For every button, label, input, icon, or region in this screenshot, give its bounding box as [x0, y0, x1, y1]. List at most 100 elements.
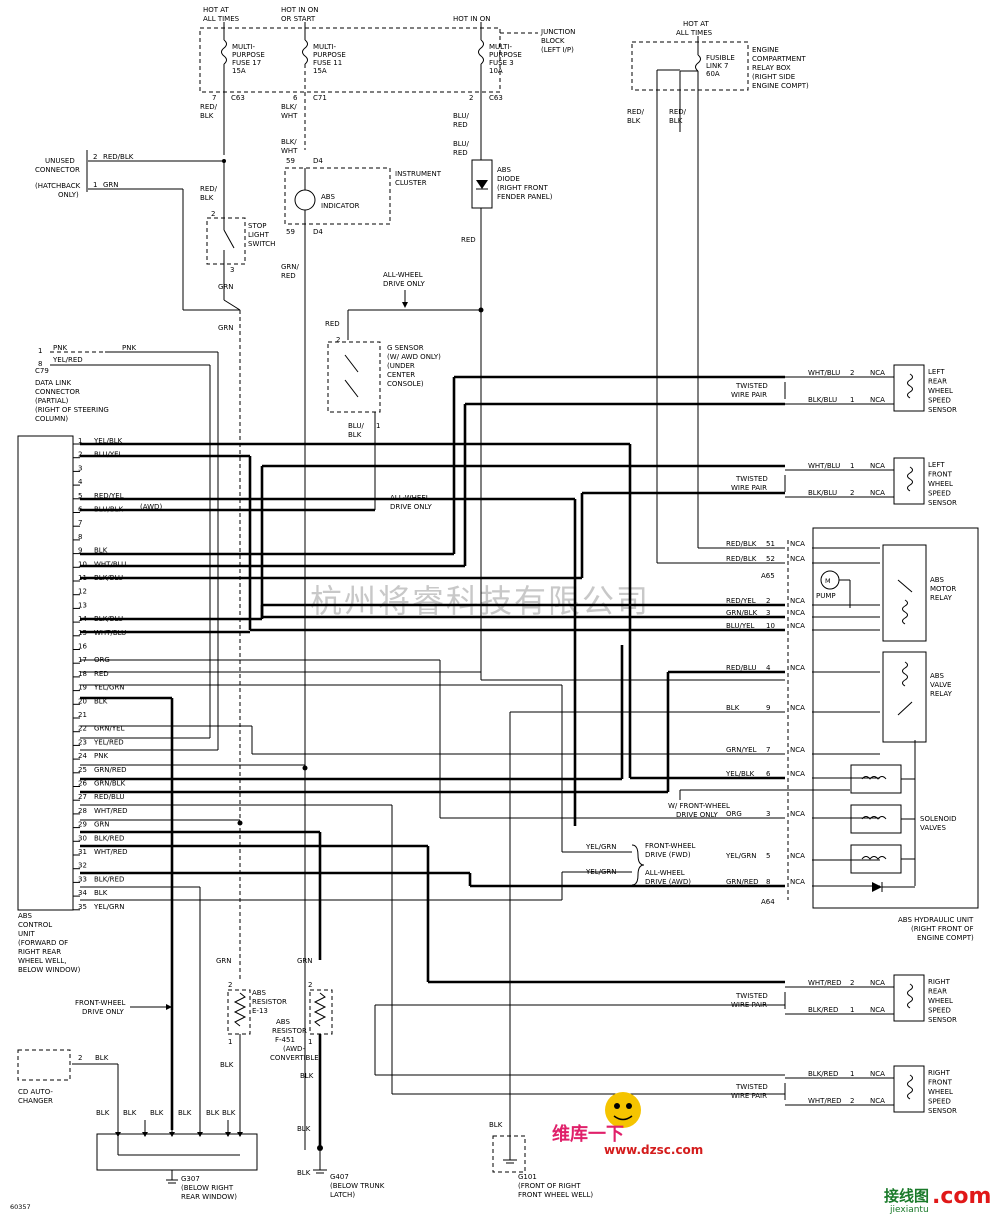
svg-text:ENGINE COMPT): ENGINE COMPT)	[917, 934, 974, 942]
svg-text:REAR: REAR	[928, 378, 947, 386]
relay-title-l4: (RIGHT SIDE	[752, 73, 795, 81]
fuse17-l3: FUSE 17	[232, 59, 261, 67]
svg-text:BLK: BLK	[200, 194, 214, 202]
svg-text:SPEED: SPEED	[928, 490, 951, 498]
svg-text:INSTRUMENT: INSTRUMENT	[395, 170, 442, 178]
svg-text:BLU/: BLU/	[348, 422, 364, 430]
relay-title-l1: ENGINE	[752, 46, 779, 54]
svg-text:2: 2	[850, 489, 854, 497]
svg-text:YEL/RED: YEL/RED	[52, 356, 83, 364]
svg-text:VALVES: VALVES	[920, 824, 946, 832]
svg-text:BLU/: BLU/	[453, 140, 469, 148]
svg-text:NCA: NCA	[790, 704, 805, 712]
svg-text:WHT/BLU: WHT/BLU	[808, 462, 840, 470]
svg-text:RIGHT: RIGHT	[928, 1069, 951, 1077]
svg-text:RED/BLK: RED/BLK	[726, 555, 757, 563]
abs-indicator-l1: ABS	[321, 193, 335, 201]
svg-text:WHT/BLU: WHT/BLU	[808, 369, 840, 377]
hot-label-17-l2: ALL TIMES	[203, 15, 240, 23]
site-url: jiexiantu	[889, 1205, 929, 1215]
pin-6: 6	[293, 94, 298, 102]
svg-text:(PARTIAL): (PARTIAL)	[35, 397, 69, 405]
abs-pin-18: 18	[78, 670, 87, 678]
svg-text:RED: RED	[281, 272, 296, 280]
svg-text:FRONT-WHEEL: FRONT-WHEEL	[75, 999, 126, 1007]
svg-text:ALL-WHEEL: ALL-WHEEL	[383, 271, 423, 279]
svg-text:YEL/GRN: YEL/GRN	[585, 843, 616, 851]
svg-text:3: 3	[766, 609, 770, 617]
brand-cn: 维库一下	[552, 1123, 624, 1145]
svg-text:BLK/RED: BLK/RED	[808, 1070, 838, 1078]
abs-indicator-l2: INDICATOR	[321, 202, 360, 210]
watermark: 杭州将睿科技有限公司	[310, 582, 650, 620]
relay-box: HOT AT ALL TIMES FUSIBLE LINK 7 60A ENGI…	[627, 20, 809, 125]
svg-text:RED/: RED/	[200, 185, 218, 193]
svg-text:NCA: NCA	[790, 746, 805, 754]
svg-text:A65: A65	[761, 572, 775, 580]
fuse3-l4: 10A	[489, 67, 503, 75]
abs-pin-27: 27	[78, 793, 87, 801]
svg-text:D4: D4	[313, 157, 323, 165]
abs-pin-wire-1: YEL/BLK	[93, 437, 123, 445]
svg-text:CONVERTIBLE): CONVERTIBLE)	[270, 1054, 322, 1062]
fuse3-l3: FUSE 3	[489, 59, 514, 67]
abs-pin-26: 26	[78, 780, 87, 788]
svg-text:2: 2	[336, 336, 340, 344]
svg-text:GRN/BLK: GRN/BLK	[726, 609, 758, 617]
abs-pin-wire-5: RED/YEL	[94, 492, 124, 500]
svg-text:BLK: BLK	[95, 1054, 109, 1062]
svg-text:NCA: NCA	[790, 852, 805, 860]
svg-text:BLU/YEL: BLU/YEL	[726, 622, 755, 630]
svg-text:REAR: REAR	[928, 988, 947, 996]
abs-pin-9: 9	[78, 547, 82, 555]
abs-pin-19: 19	[78, 684, 87, 692]
svg-text:ABS: ABS	[252, 989, 266, 997]
svg-text:1: 1	[850, 1006, 854, 1014]
svg-text:2: 2	[850, 979, 854, 987]
svg-text:WHT/RED: WHT/RED	[808, 979, 842, 987]
svg-text:UNUSED: UNUSED	[45, 157, 75, 165]
svg-text:2: 2	[850, 1097, 854, 1105]
svg-text:VALVE: VALVE	[930, 681, 951, 689]
svg-text:ABS: ABS	[276, 1018, 290, 1026]
svg-text:WHEEL: WHEEL	[928, 1088, 953, 1096]
svg-text:NCA: NCA	[790, 597, 805, 605]
abs-pin-wire-29: GRN	[94, 821, 110, 829]
svg-text:NCA: NCA	[790, 555, 805, 563]
svg-text:FENDER PANEL): FENDER PANEL)	[497, 193, 553, 201]
svg-text:WHEEL: WHEEL	[928, 997, 953, 1005]
svg-text:SENSOR: SENSOR	[928, 1107, 957, 1115]
abs-pin-35: 35	[78, 903, 87, 911]
svg-text:(FORWARD OF: (FORWARD OF	[18, 939, 68, 947]
svg-text:2: 2	[211, 210, 215, 218]
svg-text:REAR WINDOW): REAR WINDOW)	[181, 1193, 237, 1201]
svg-text:59: 59	[286, 157, 295, 165]
svg-text:BLK: BLK	[726, 704, 740, 712]
svg-text:RED/YEL: RED/YEL	[726, 597, 756, 605]
svg-text:LEFT: LEFT	[928, 368, 945, 376]
svg-text:2: 2	[228, 981, 232, 989]
top-wiring: RED/ BLK BLK/ WHT BLU/ RED BLU/ RED	[200, 64, 699, 563]
svg-text:DATA LINK: DATA LINK	[35, 379, 71, 387]
svg-text:RIGHT REAR: RIGHT REAR	[18, 948, 61, 956]
fuse17-l2: PURPOSE	[232, 51, 265, 59]
svg-text:BLK: BLK	[489, 1121, 503, 1129]
svg-text:SWITCH: SWITCH	[248, 240, 275, 248]
svg-text:STOP: STOP	[248, 222, 266, 230]
svg-text:1: 1	[850, 396, 854, 404]
svg-text:2: 2	[93, 153, 97, 161]
svg-text:WIRE PAIR: WIRE PAIR	[731, 484, 767, 492]
svg-text:BLK: BLK	[297, 1125, 311, 1133]
svg-text:CONNECTOR: CONNECTOR	[35, 166, 80, 174]
abs-pin-wire-26: GRN/BLK	[94, 780, 126, 788]
svg-text:TWISTED: TWISTED	[735, 382, 768, 390]
abs-pin-21: 21	[78, 711, 87, 719]
fusible-l2: LINK 7	[706, 62, 728, 70]
svg-text:COLUMN): COLUMN)	[35, 415, 68, 423]
svg-text:SENSOR: SENSOR	[928, 499, 957, 507]
